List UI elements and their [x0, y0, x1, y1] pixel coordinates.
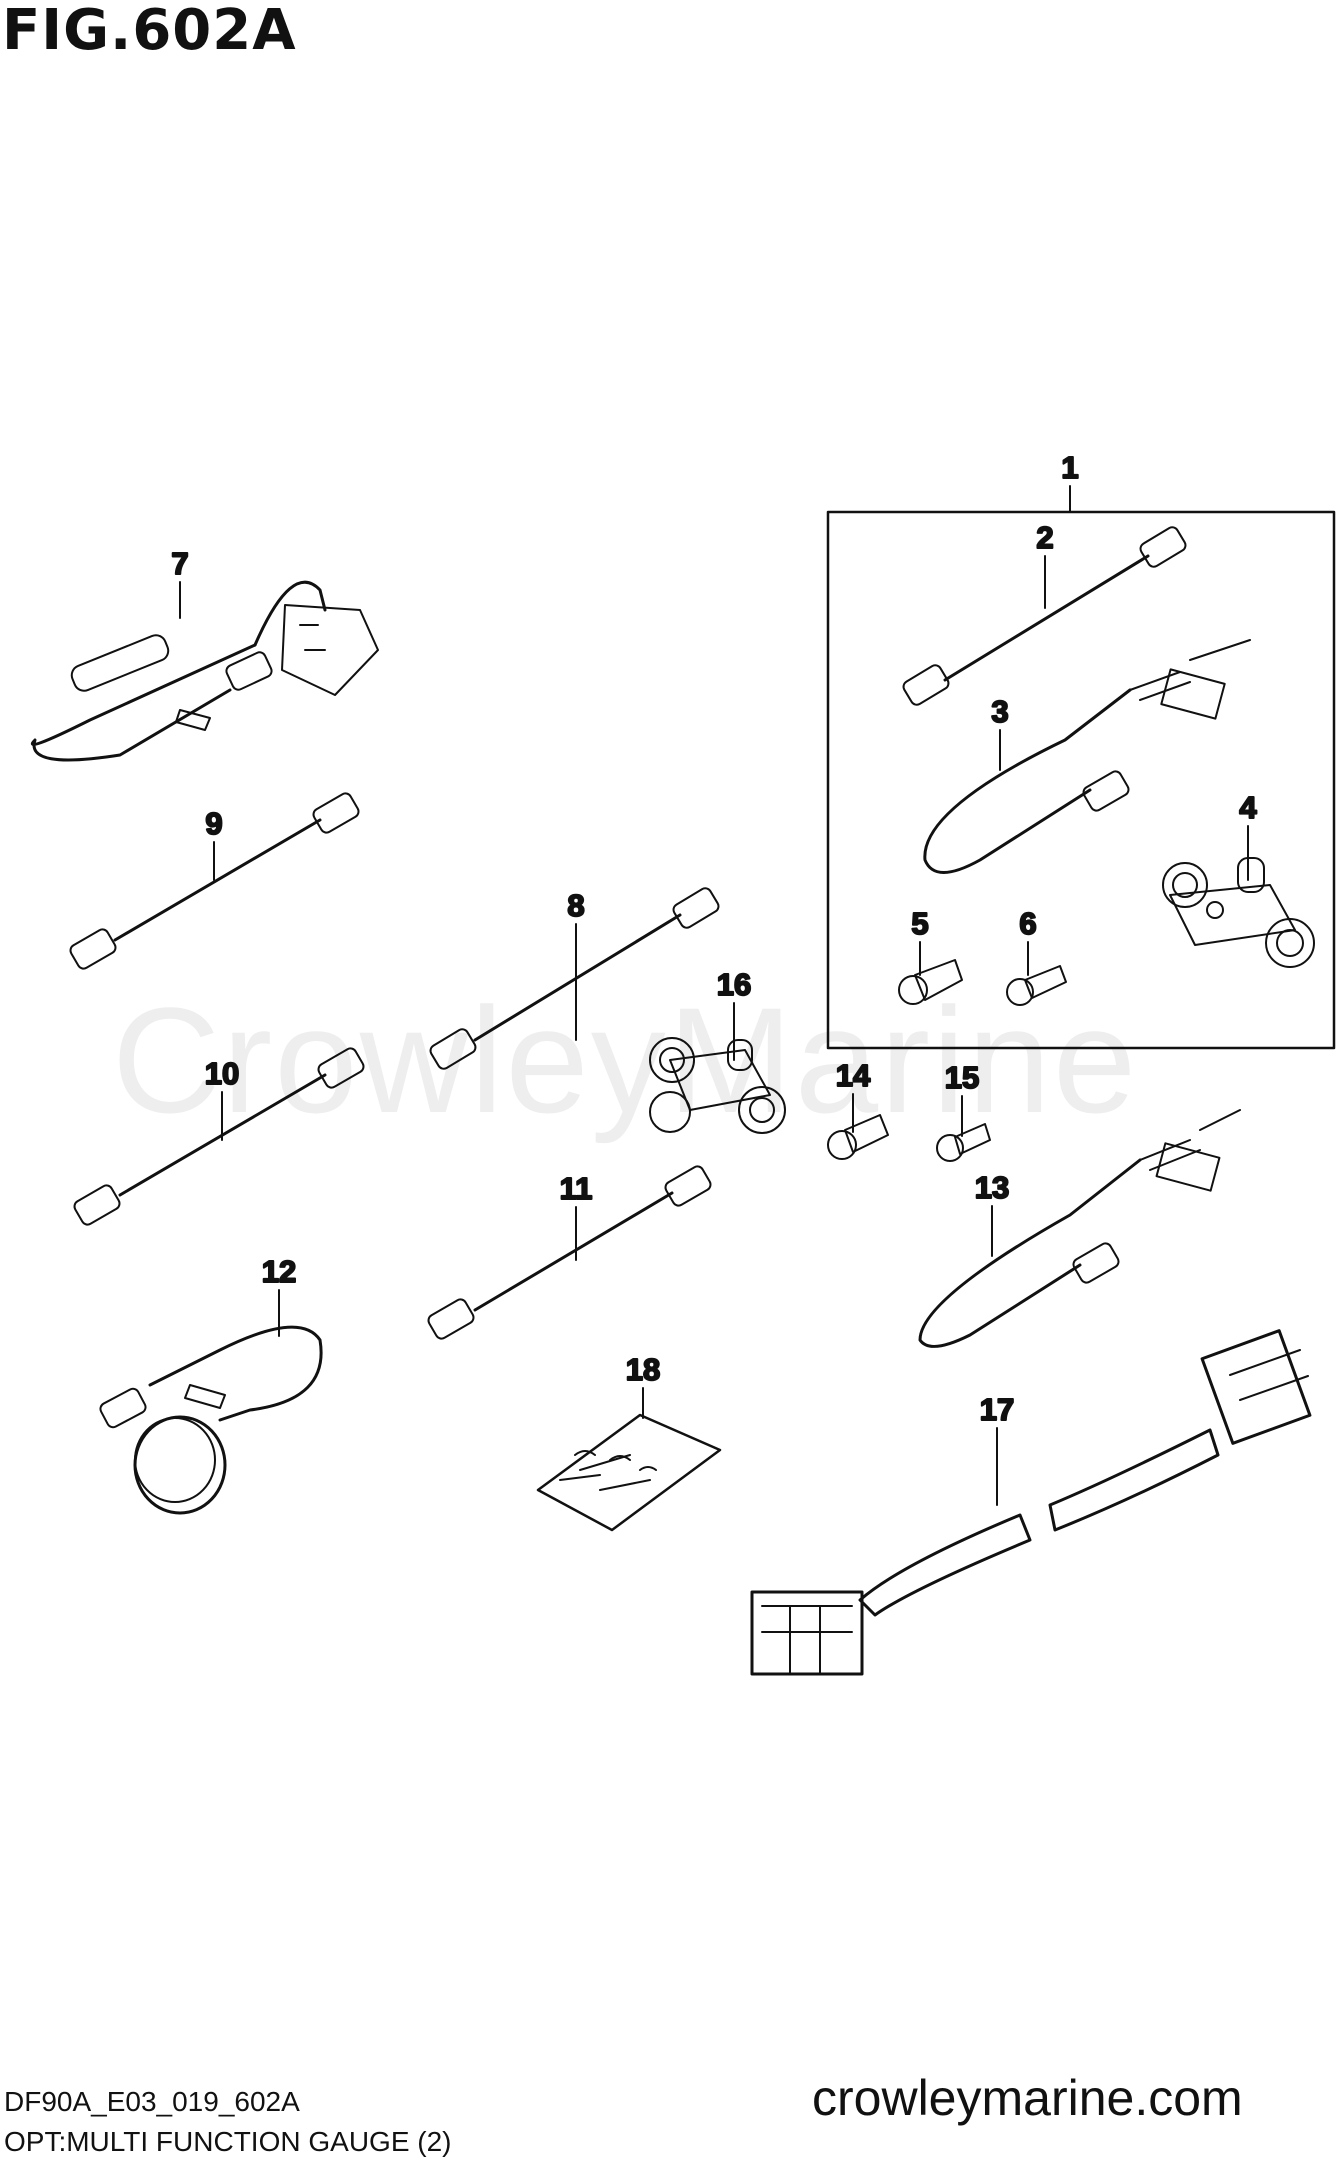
callout-13: 13 — [975, 1170, 1009, 1205]
callout-4: 4 — [1239, 790, 1257, 825]
callout-8: 8 — [567, 888, 584, 923]
callout-3: 3 — [991, 694, 1008, 729]
part-13-power-cable — [918, 1109, 1241, 1348]
callout-1: 1 — [1061, 450, 1078, 485]
part-6-terminator — [1006, 965, 1067, 1006]
callout-17: 17 — [980, 1392, 1014, 1427]
part-4-t-connector — [1162, 857, 1315, 968]
callout-15: 15 — [945, 1060, 979, 1095]
callout-7: 7 — [171, 546, 188, 581]
callouts: 1 2 3 4 5 6 7 8 9 10 11 12 13 14 15 16 1… — [170, 449, 1258, 1428]
figure-caption: OPT:MULTI FUNCTION GAUGE (2) — [4, 2126, 452, 2157]
callout-18: 18 — [626, 1352, 660, 1387]
part-2-cable — [902, 526, 1187, 706]
part-15-terminator — [936, 1123, 991, 1162]
part-11-cable — [427, 1165, 712, 1340]
part-10-cable — [73, 1047, 365, 1226]
leader-lines — [179, 485, 1249, 1506]
callout-6: 6 — [1019, 906, 1036, 941]
kit-box — [826, 510, 1336, 1050]
figure-title: FIG.602A — [2, 0, 297, 63]
part-9-cable — [69, 792, 360, 970]
part-17-harness — [750, 1329, 1312, 1676]
part-8-cable — [429, 887, 720, 1070]
part-7-transducer — [30, 580, 379, 762]
callout-16: 16 — [717, 967, 751, 1002]
callout-12: 12 — [262, 1254, 296, 1289]
part-18-bag — [536, 1413, 722, 1532]
callout-9: 9 — [205, 806, 222, 841]
part-5-terminator — [898, 959, 963, 1005]
part-14-terminator — [827, 1114, 889, 1160]
part-3-power-cable — [923, 639, 1251, 874]
callout-2: 2 — [1036, 520, 1053, 555]
figure-code: DF90A_E03_019_602A — [4, 2086, 300, 2117]
callout-5: 5 — [911, 906, 928, 941]
callout-14: 14 — [836, 1058, 871, 1093]
callout-10: 10 — [205, 1056, 239, 1091]
callout-11: 11 — [560, 1171, 593, 1206]
site-url: crowleymarine.com — [812, 2070, 1243, 2126]
part-12-speed-sensor — [99, 1325, 323, 1515]
watermark: CrowleyMarine — [112, 976, 1139, 1144]
part-16-t-connector — [649, 1037, 786, 1134]
